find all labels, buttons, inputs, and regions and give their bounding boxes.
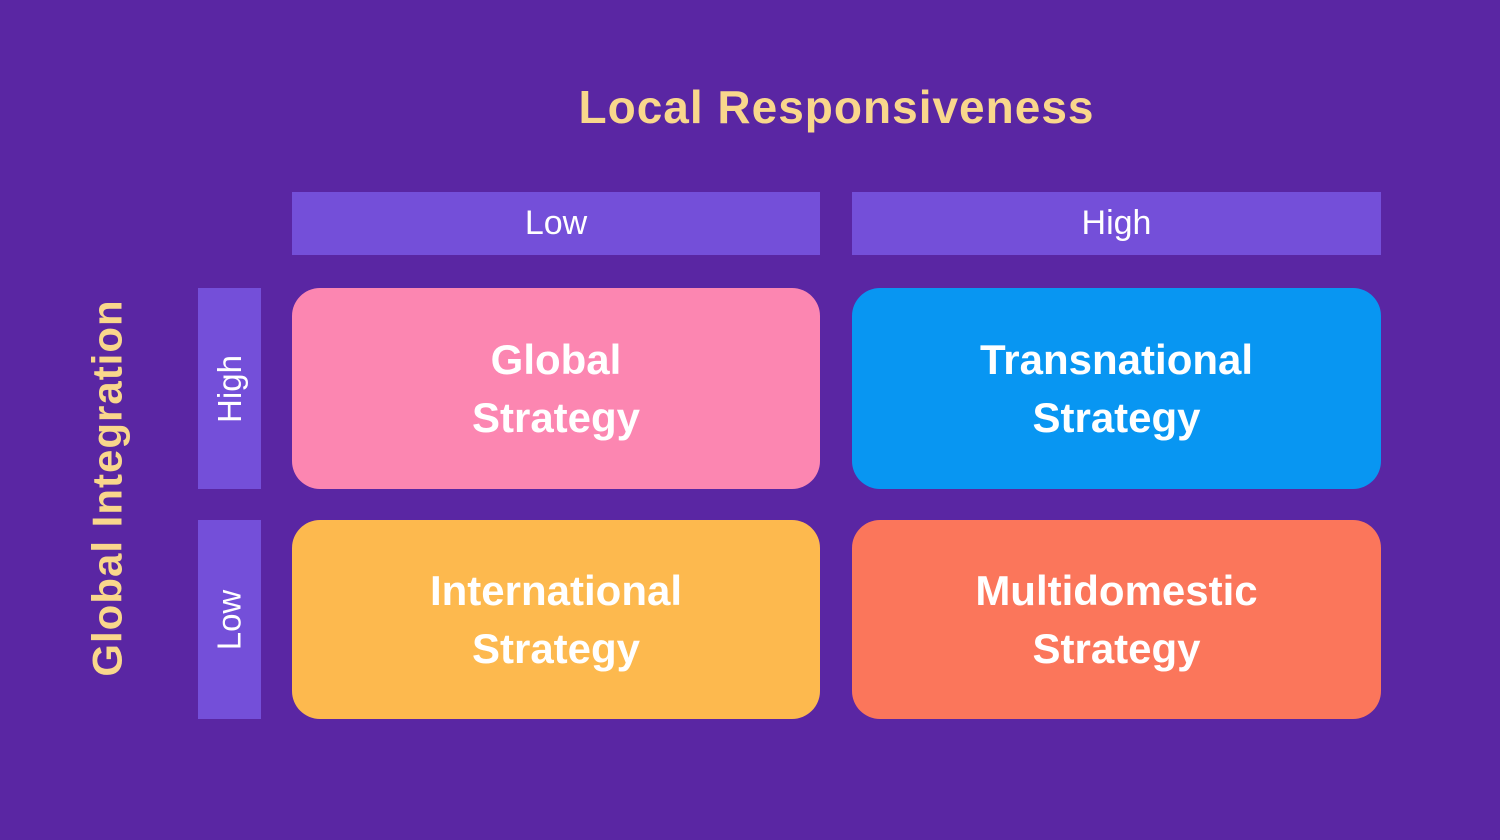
column-header-high: High [852, 192, 1381, 255]
x-axis-title: Local Responsiveness [578, 81, 1095, 133]
quadrant-multidomestic-strategy-line1: Multidomestic [975, 566, 1258, 614]
quadrant-international-strategy-line2: Strategy [471, 624, 641, 672]
row-header-high: High [198, 288, 261, 489]
y-axis-title-text: Global Integration [84, 299, 131, 677]
quadrant-international-strategy-line1: International [429, 566, 683, 614]
quadrant-global-strategy: Global Strategy [292, 288, 820, 489]
row-header-high-text: High [210, 354, 248, 423]
column-header-low: Low [292, 192, 820, 255]
row-header-low: Low [198, 520, 261, 719]
quadrant-transnational-strategy: Transnational Strategy [852, 288, 1381, 489]
quadrant-multidomestic-strategy: Multidomestic Strategy [852, 520, 1381, 719]
quadrant-global-strategy-line2: Strategy [471, 393, 641, 441]
quadrant-multidomestic-strategy-line2: Strategy [1032, 624, 1201, 672]
quadrant-transnational-strategy-line2: Strategy [1032, 393, 1201, 441]
quadrant-global-strategy-line1: Global [490, 335, 622, 383]
row-header-low-text: Low [210, 589, 248, 650]
quadrant-international-strategy: International Strategy [292, 520, 820, 719]
quadrant-transnational-strategy-line1: Transnational [979, 335, 1254, 383]
